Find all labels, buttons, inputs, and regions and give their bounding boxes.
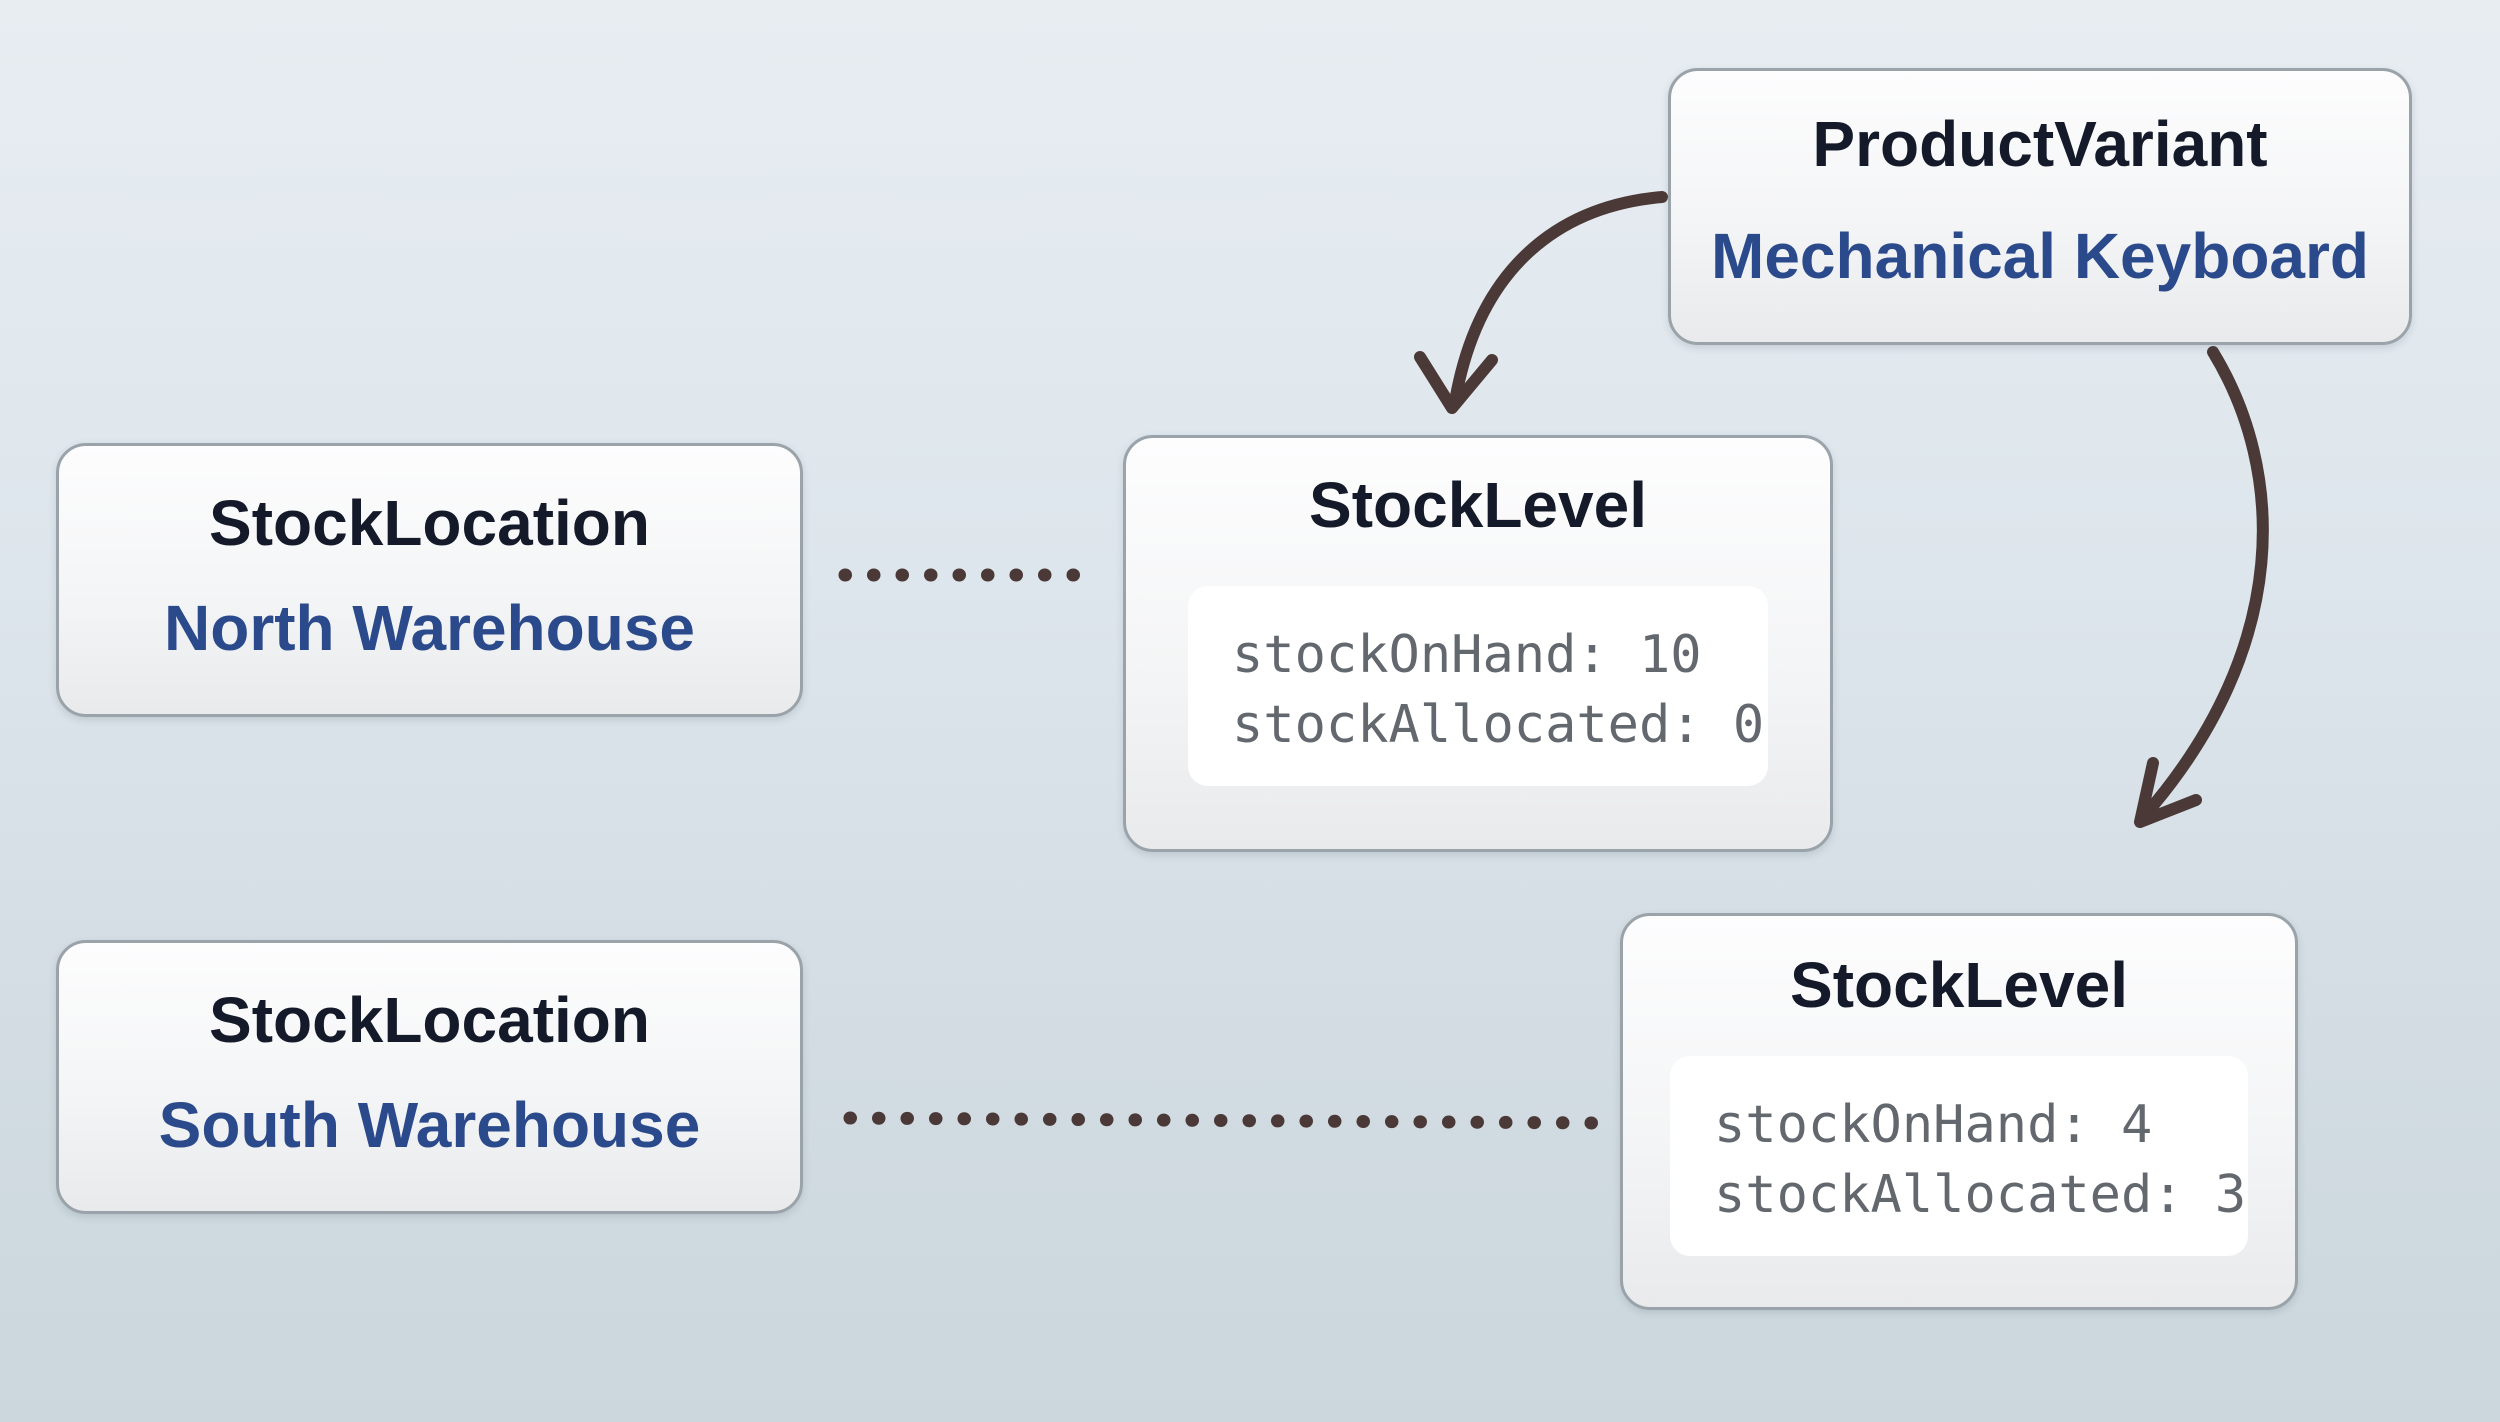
product-variant-node: ProductVariant Mechanical Keyboard — [1668, 68, 2412, 345]
arrow-productvariant-to-stocklevel-south — [2140, 346, 2269, 820]
stock-allocated-field: stockAllocated: 0 — [1232, 695, 1765, 755]
stock-location-south-node: StockLocation South Warehouse — [56, 940, 803, 1214]
product-variant-name-label: Mechanical Keyboard — [1711, 220, 2369, 292]
arrowhead-to-stocklevel-north-icon — [1414, 351, 1498, 414]
stock-level-south-fields-panel: stockOnHand: 4 stockAllocated: 3 — [1670, 1056, 2248, 1256]
stock-level-south-type-label: StockLevel — [1790, 949, 2128, 1021]
stock-on-hand-field: stockOnHand: 4 — [1714, 1095, 2153, 1155]
stock-location-south-name-label: South Warehouse — [158, 1089, 701, 1161]
stock-location-north-node: StockLocation North Warehouse — [56, 443, 803, 717]
stock-location-north-name-label: North Warehouse — [164, 592, 695, 664]
stock-level-south-node: StockLevel stockOnHand: 4 stockAllocated… — [1620, 913, 2298, 1310]
arrow-productvariant-to-stocklevel-north — [1450, 191, 1668, 402]
stock-on-hand-field: stockOnHand: 10 — [1232, 625, 1702, 685]
stock-level-north-node: StockLevel stockOnHand: 10 stockAllocate… — [1123, 435, 1833, 852]
stock-allocated-field: stockAllocated: 3 — [1714, 1165, 2247, 1225]
stock-level-north-type-label: StockLevel — [1309, 469, 1647, 541]
stock-level-north-fields-panel: stockOnHand: 10 stockAllocated: 0 — [1188, 586, 1768, 786]
product-variant-type-label: ProductVariant — [1812, 108, 2268, 180]
stock-location-north-type-label: StockLocation — [209, 487, 650, 559]
stock-location-south-type-label: StockLocation — [209, 984, 650, 1056]
dotted-link-south — [843, 1111, 1599, 1130]
arrowhead-to-stocklevel-south-icon — [2134, 757, 2202, 828]
